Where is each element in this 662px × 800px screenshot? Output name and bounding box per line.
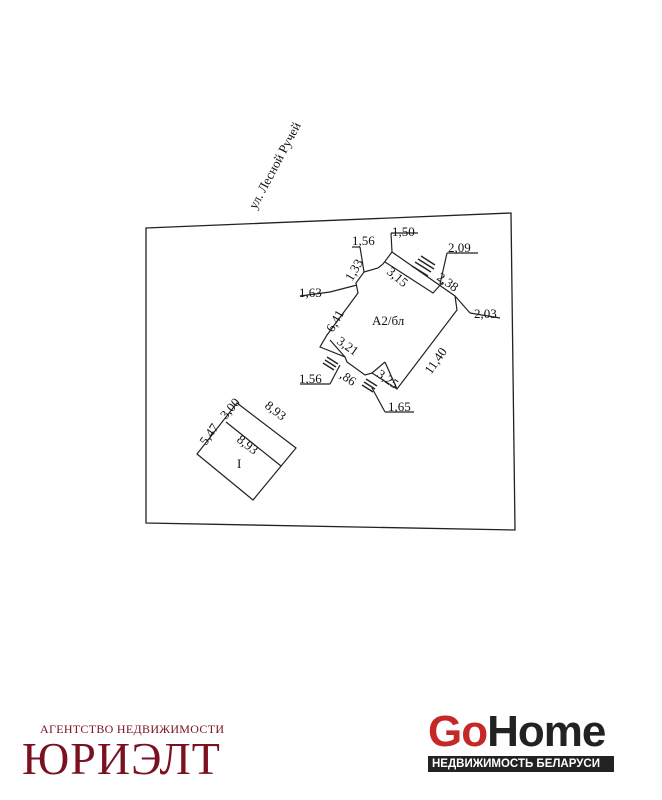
dim-8-93-outer: 8,93 (262, 398, 289, 424)
dim-1-56-top: 1,56 (352, 233, 375, 248)
gohome-logo-go: Go (428, 707, 488, 756)
dim-86: ,86 (337, 367, 359, 389)
dim-1-56-bottom: 1,56 (299, 371, 322, 386)
dim-6-41: 6,41 (323, 307, 347, 334)
gohome-logo-tagline: НЕДВИЖИМОСТЬ БЕЛАРУСИ (428, 756, 614, 772)
lot-boundary (145, 212, 516, 531)
dim-2-09: 2,09 (448, 240, 471, 255)
dim-2-03: 2,03 (474, 306, 497, 321)
outbuilding-label: I (237, 456, 241, 471)
building-label: А2/бл (372, 313, 405, 328)
dim-2-38: 2,38 (434, 269, 461, 294)
gohome-logo: GoHome НЕДВИЖИМОСТЬ БЕЛАРУСИ (428, 708, 618, 772)
dim-1-63: 1,63 (299, 285, 322, 300)
outbuilding (196, 402, 297, 501)
dim-3-15: 3,15 (384, 264, 411, 290)
yurielt-logo-subtitle: АГЕНТСТВО НЕДВИЖИМОСТИ (40, 722, 225, 736)
yurielt-logo-title: ЮРИЭЛТ (22, 733, 221, 784)
gohome-logo-home: Home (487, 707, 606, 756)
dim-3-00: 3,00 (217, 395, 243, 422)
porch-hatching (322, 255, 436, 393)
dim-1-65: 1,65 (388, 399, 411, 414)
dim-1-50: 1,50 (392, 224, 415, 239)
dim-11-40: 11,40 (421, 345, 450, 377)
dim-5-47: 5,47 (196, 420, 222, 448)
yurielt-logo: АГЕНТСТВО НЕДВИЖИМОСТИ ЮРИЭЛТ (22, 722, 242, 784)
street-label: ул. Лесной Ручей (245, 119, 303, 211)
main-house (299, 232, 501, 413)
dim-8-93-inner: 8,93 (234, 432, 261, 458)
